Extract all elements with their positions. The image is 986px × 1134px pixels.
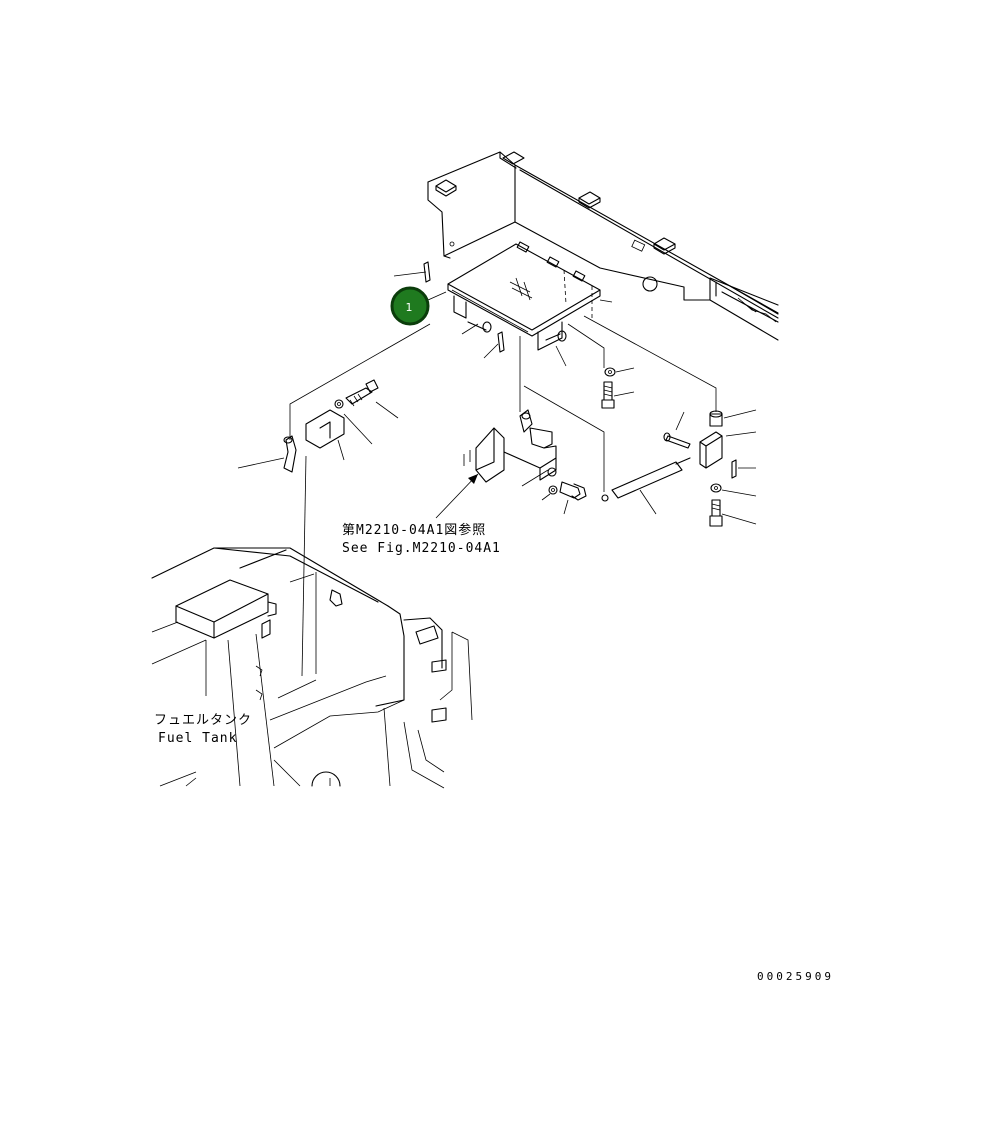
frame-beam bbox=[427, 151, 779, 341]
callout-1[interactable]: 1 bbox=[390, 286, 447, 326]
reference-note-en: See Fig.M2210-04A1 bbox=[342, 541, 501, 556]
drawing-code: 00025909 bbox=[757, 970, 834, 983]
callout-1-number: 1 bbox=[406, 301, 413, 314]
fuel-tank-label-jp: フュエルタンク bbox=[154, 713, 252, 728]
reference-note-jp: 第M2210-04A1図参照 bbox=[342, 522, 486, 538]
callout-1-circle[interactable] bbox=[390, 286, 430, 326]
left-latch-assembly bbox=[237, 323, 431, 677]
center-latch-assembly bbox=[435, 336, 587, 519]
fuel-tank bbox=[151, 547, 473, 789]
fuel-tank-label-en: Fuel Tank bbox=[158, 731, 237, 746]
fuel-tank-label: フュエルタンク Fuel Tank bbox=[154, 713, 252, 746]
reference-note: 第M2210-04A1図参照 See Fig.M2210-04A1 bbox=[342, 522, 501, 556]
cover-plate bbox=[393, 241, 613, 367]
right-hardware bbox=[523, 315, 757, 527]
